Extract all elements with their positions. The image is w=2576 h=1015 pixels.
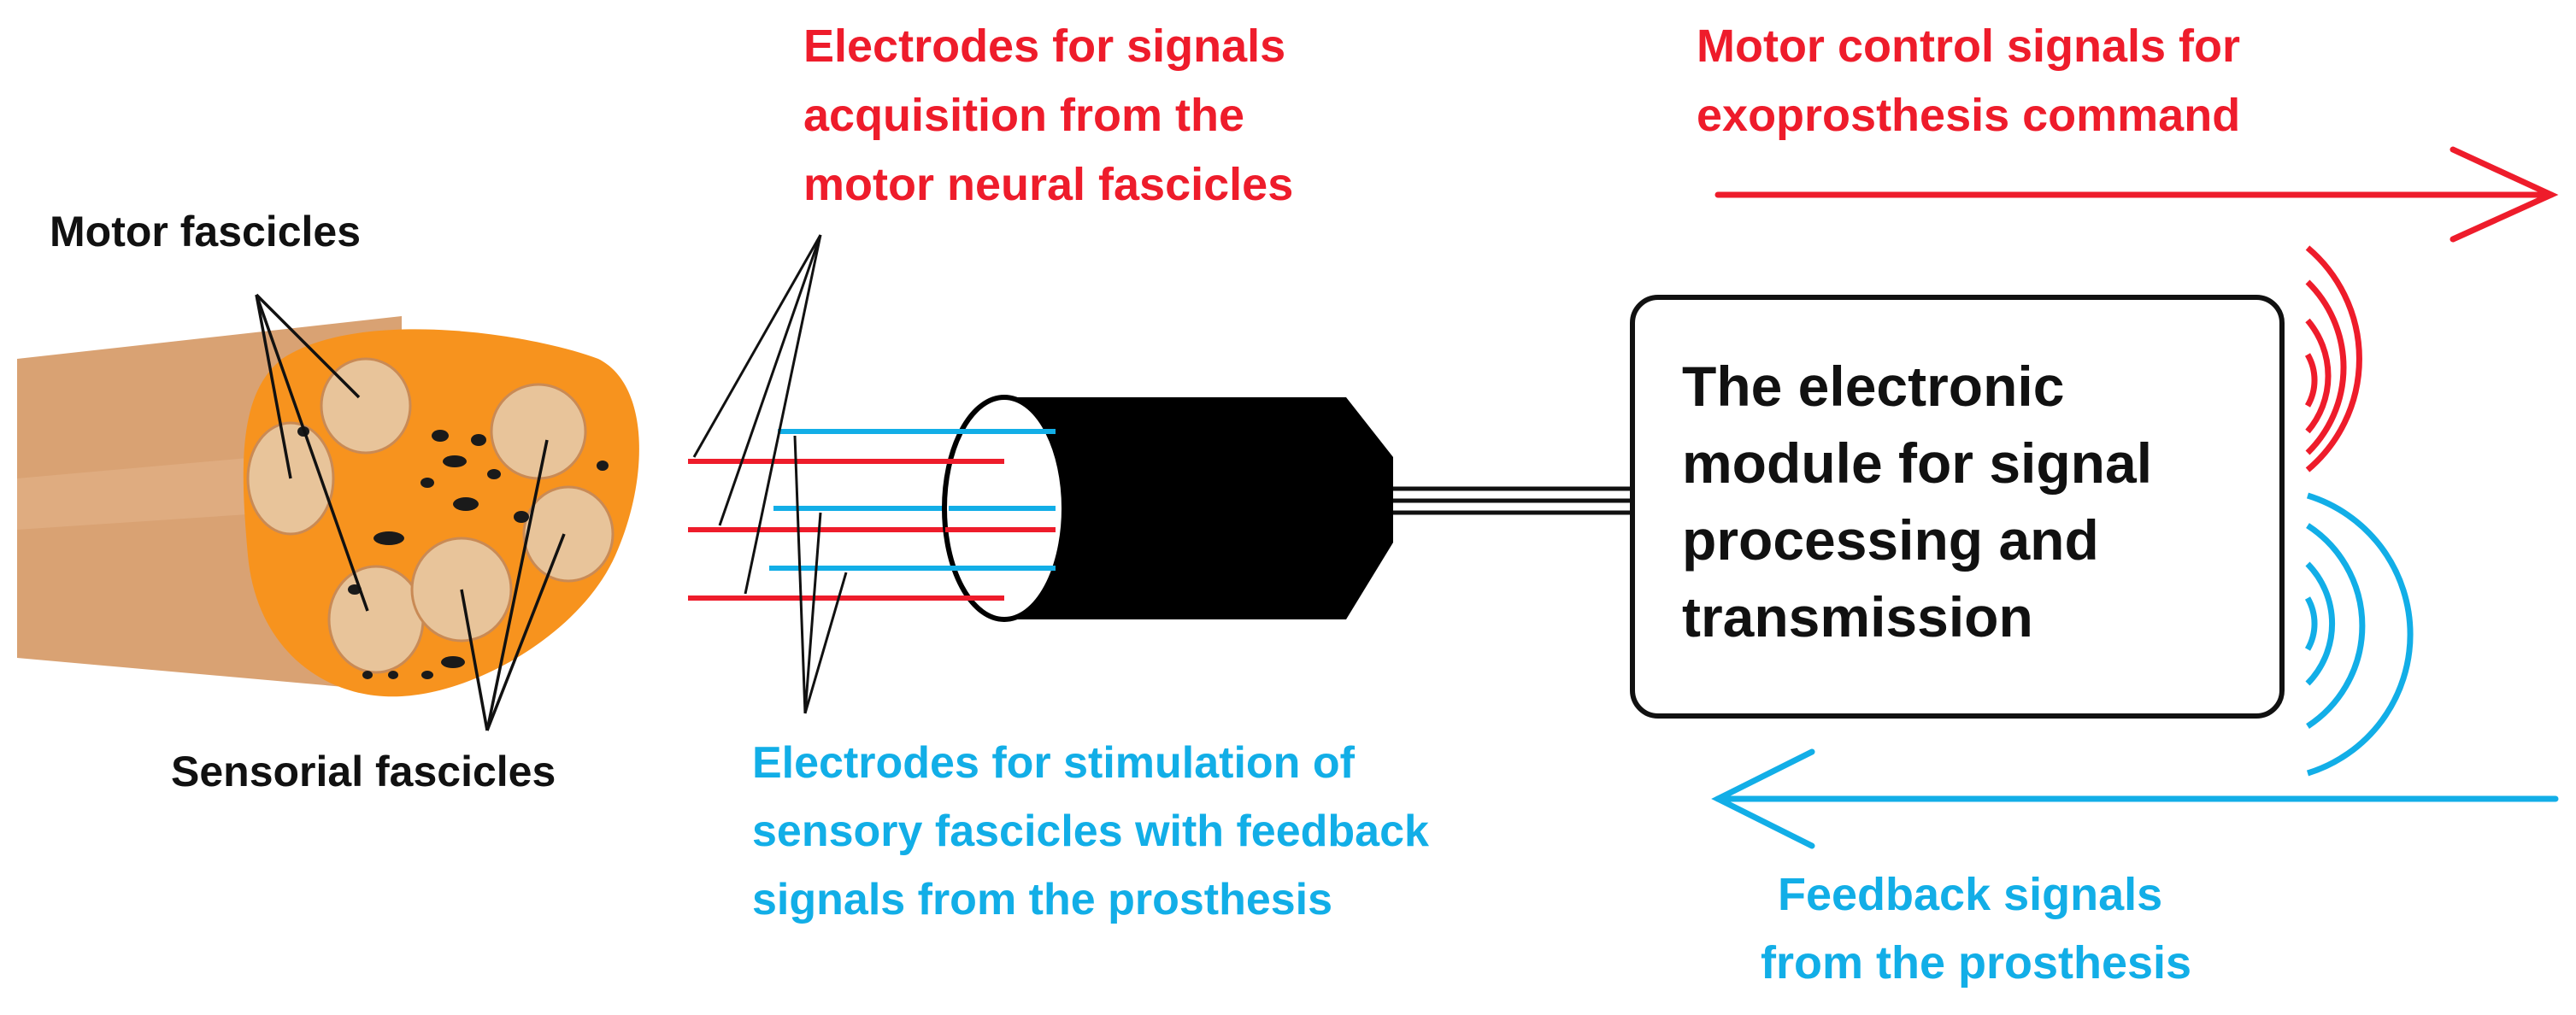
feedback-arrow-icon <box>1711 748 2559 849</box>
motor-control-label: Motor control signals for exoprosthesis … <box>1697 21 2253 141</box>
vessel-dot <box>373 531 404 545</box>
label-line: motor neural fascicles <box>803 159 1293 210</box>
wireless-transmit-icon <box>2304 245 2362 472</box>
vessel-dot <box>597 461 609 471</box>
vessel-dot <box>432 430 449 442</box>
label-line: Electrodes for stimulation of <box>752 738 1356 788</box>
arrow-head <box>1711 748 1815 849</box>
vessel-dot <box>362 671 373 679</box>
electronic-module-box <box>1630 295 2285 719</box>
wave-arc <box>2306 523 2366 729</box>
pointer-line <box>692 234 822 458</box>
vessel-dot <box>514 511 529 523</box>
label-line: processing and <box>1682 508 2099 572</box>
vessel-dot <box>487 469 501 479</box>
nerve-cross-section <box>17 316 639 697</box>
stimulation-pointers <box>793 435 848 714</box>
feedback-signals-label: Feedback signals from the prosthesis <box>1761 869 2191 989</box>
acquisition-pointers <box>692 234 822 595</box>
electrodes-acquisition-label: Electrodes for signals acquisition from … <box>803 21 1298 210</box>
wave-arc <box>2306 492 2414 777</box>
motor-control-arrow-icon <box>1714 146 2559 243</box>
pointer-line <box>485 439 549 731</box>
pointer-line <box>793 435 807 714</box>
label-line: module for signal <box>1682 431 2152 495</box>
vessel-dot <box>453 497 479 511</box>
fascicle <box>522 485 615 583</box>
pointer-line <box>255 294 369 612</box>
pointer-line <box>460 589 489 731</box>
pointer-line <box>744 234 822 595</box>
label-line: Electrodes for signals <box>803 21 1285 72</box>
vessel-dot <box>471 434 486 446</box>
vessel-dot <box>421 671 433 679</box>
pointer-line <box>255 294 292 479</box>
vessel-dot <box>443 455 467 467</box>
wave-arc <box>2304 596 2318 651</box>
wave-arc <box>2305 279 2347 455</box>
vessel-dot <box>441 656 465 668</box>
wave-arc <box>2304 353 2318 408</box>
motor-fascicles-label: Motor fascicles <box>50 208 361 255</box>
vessel-dot <box>388 671 398 679</box>
electrodes-stimulation-label: Electrodes for stimulation of sensory fa… <box>752 738 1441 924</box>
motor-fascicles-pointers <box>255 293 369 612</box>
wireless-receive-icon <box>2304 492 2414 777</box>
sensorial-fascicles-pointers <box>460 439 566 731</box>
label-line: Feedback signals <box>1778 869 2162 920</box>
wave-arc <box>2305 318 2332 434</box>
cuff-body <box>1004 397 1393 619</box>
label-line: acquisition from the <box>803 90 1244 141</box>
label-line: signals from the prosthesis <box>752 875 1332 924</box>
label-line: sensory fascicles with feedback <box>752 807 1429 856</box>
electronic-module-label: The electronic module for signal process… <box>1682 355 2167 648</box>
label-line: Motor control signals for <box>1697 21 2240 72</box>
label-line: exoprosthesis command <box>1697 90 2240 141</box>
pointer-line <box>803 512 822 714</box>
cable <box>1393 486 1632 515</box>
label-line: The electronic <box>1682 355 2064 418</box>
label-line: from the prosthesis <box>1761 937 2191 989</box>
fascicle <box>490 383 587 480</box>
label-line: transmission <box>1682 585 2033 648</box>
wave-arc <box>2305 561 2336 686</box>
arrow-head <box>2450 146 2559 243</box>
pointer-line <box>485 533 566 731</box>
pointer-line <box>718 234 822 526</box>
fascicle <box>327 565 425 674</box>
pointer-line <box>255 293 361 399</box>
sensorial-fascicles-label: Sensorial fascicles <box>171 748 556 795</box>
wave-arc <box>2305 245 2362 472</box>
pointer-line <box>803 572 848 714</box>
cuff-electrode <box>942 395 1393 622</box>
vessel-dot <box>421 478 434 488</box>
